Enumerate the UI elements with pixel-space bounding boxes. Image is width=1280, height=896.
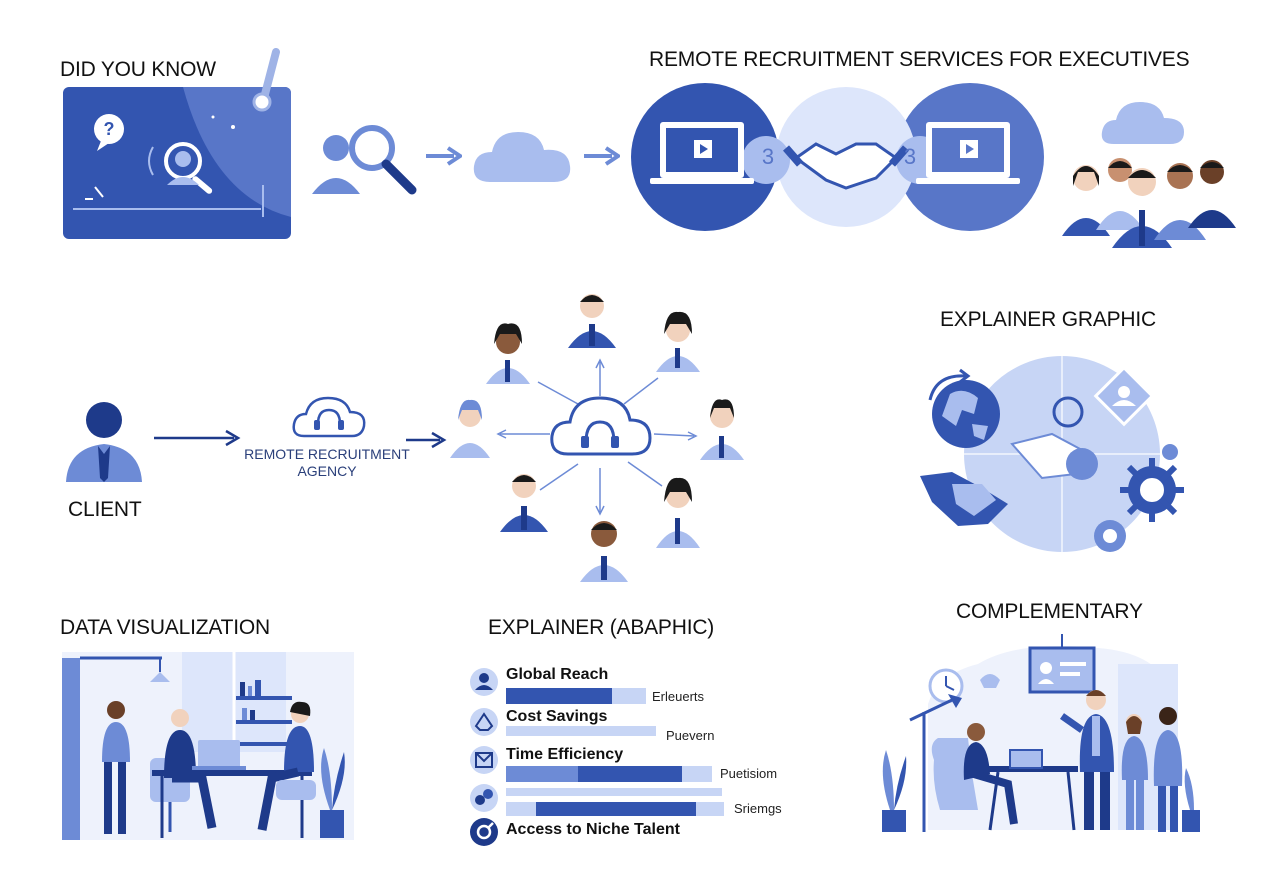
- agency-label-line1: REMOTE RECRUITMENT: [244, 446, 410, 462]
- explainer-abaphic-title: EXPLAINER (ABAPHIC): [488, 616, 715, 639]
- step-number-left: 3: [761, 144, 775, 169]
- presentation-team-illustration: [882, 634, 1200, 832]
- candidate-avatars: [450, 294, 744, 582]
- step-number-right: 3: [903, 144, 917, 169]
- arrow-right-icon: [406, 431, 447, 449]
- benefit-label-access-niche-talent: Access to Niche Talent: [506, 821, 680, 838]
- data-visualization-title: DATA VISUALIZATION: [60, 616, 270, 639]
- arrow-right-icon: [154, 429, 241, 447]
- agency-label-line2: AGENCY: [297, 463, 357, 479]
- process-circles: [631, 83, 1044, 231]
- benefit-label-global-reach: Global Reach: [506, 666, 609, 683]
- benefit-side-label-1: Erleuerts: [652, 689, 705, 704]
- person-search-icon: [312, 125, 417, 195]
- office-meeting-illustration: [62, 652, 354, 840]
- did-you-know-card: ?: [63, 87, 291, 239]
- arrow-right-icon: [584, 146, 620, 166]
- benefit-side-label-4: Sriemgs: [734, 801, 782, 816]
- pin-icon: [252, 48, 280, 112]
- complementary-title: COMPLEMENTARY: [956, 600, 1143, 623]
- benefit-side-label-2: Puevern: [666, 728, 715, 743]
- did-you-know-title: DID YOU KNOW: [60, 58, 216, 81]
- client-label: CLIENT: [68, 498, 142, 521]
- explainer-graphic-title: EXPLAINER GRAPHIC: [940, 308, 1156, 331]
- headset-cloud-icon: [292, 396, 366, 438]
- svg-text:?: ?: [104, 119, 115, 139]
- cloud-icon: [473, 132, 571, 182]
- arrow-right-icon: [426, 146, 462, 166]
- client-person-icon: [66, 402, 142, 482]
- remote-recruitment-title: REMOTE RECRUITMENT SERVICES FOR EXECUTIV…: [649, 48, 1190, 71]
- cloud-icon: [1101, 102, 1184, 144]
- executive-team-group: [1062, 158, 1236, 248]
- benefit-label-cost-savings: Cost Savings: [506, 708, 608, 725]
- benefit-bars: [506, 688, 724, 816]
- candidate-network: [450, 294, 744, 582]
- benefit-side-label-3: Puetisiom: [720, 766, 778, 781]
- benefit-row-icons: [470, 668, 498, 846]
- explainer-globe-graphic: [920, 356, 1184, 552]
- benefit-label-time-efficiency: Time Efficiency: [506, 746, 624, 763]
